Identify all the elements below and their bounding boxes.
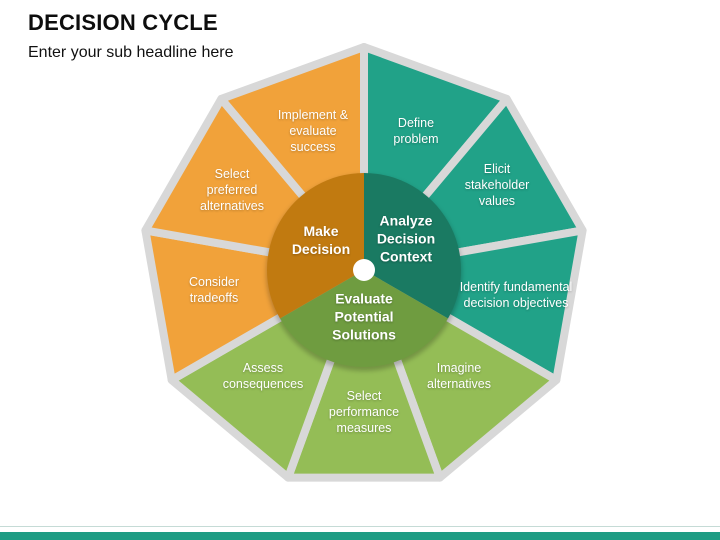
segment-label-select-preferred-alternatives: Select preferred alternatives <box>200 167 264 213</box>
segment-label-identify-fundamental-decision-objectives: Identify fundamental decision objectives <box>459 280 573 310</box>
center-label-analyze-decision-context: Analyze Decision Context <box>376 212 436 266</box>
segment-label-select-performance-measures: Select performance measures <box>328 389 400 435</box>
center-dot <box>353 259 375 281</box>
segment-label-consider-tradeoffs: Consider tradeoffs <box>188 275 240 305</box>
footer-bar <box>0 532 720 540</box>
segment-label-imagine-alternatives: Imagine alternatives <box>427 361 491 391</box>
center-label-evaluate-potential-solutions: Evaluate Potential Solutions <box>332 290 396 344</box>
segment-label-implement-evaluate-success: Implement & evaluate success <box>277 108 349 154</box>
center-sector-make-decision <box>267 173 364 319</box>
page-subtitle: Enter your sub headline here <box>28 44 234 61</box>
center-label-make-decision: Make Decision <box>291 222 351 257</box>
page-title: DECISION CYCLE <box>28 10 218 35</box>
segment-label-assess-consequences: Assess consequences <box>222 361 304 391</box>
footer-accent-line <box>0 525 720 527</box>
center-sector-evaluate-potential-solutions <box>280 270 448 367</box>
segment-label-define-problem: Define problem <box>393 116 439 146</box>
center-sector-analyze-decision-context <box>364 173 461 319</box>
segment-label-elicit-stakeholder-values: Elicit stakeholder values <box>464 162 530 208</box>
